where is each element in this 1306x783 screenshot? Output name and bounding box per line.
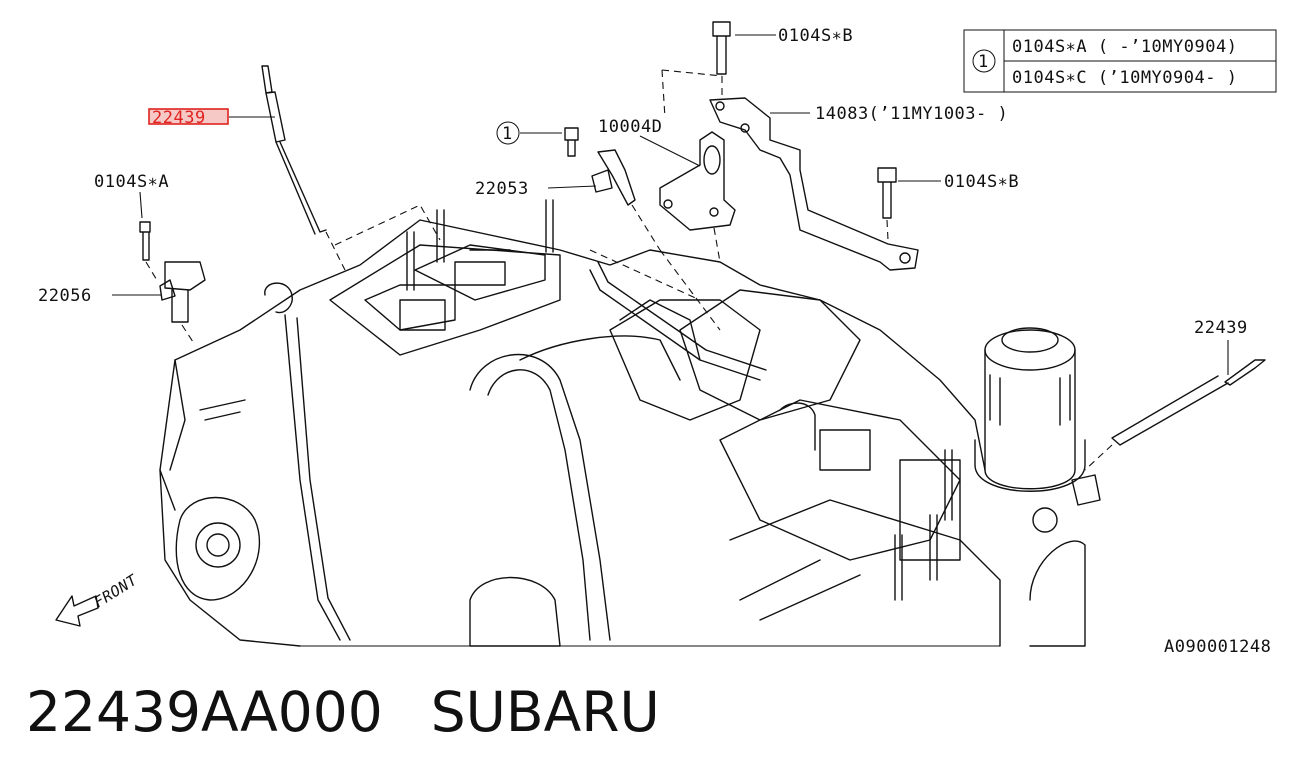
callout-22056[interactable]: 22056 — [38, 286, 92, 306]
callout-10004d[interactable]: 10004D — [598, 117, 662, 137]
glow-plug-right-drawing — [1071, 359, 1266, 506]
highlight-box — [148, 108, 229, 125]
engine-block-drawing — [159, 199, 1086, 647]
bracket-14083-drawing — [661, 21, 919, 271]
callout-0104s-b-right[interactable]: 0104S∗B — [944, 172, 1019, 192]
legend-table: 1 0104S∗A ( -’10MY0904) 0104S∗C (’10MY09… — [963, 29, 1277, 93]
part-number: 22439AA000 — [26, 680, 383, 744]
callout-22439-highlighted[interactable]: 22439 — [152, 108, 206, 128]
legend-row-c: 0104S∗C (’10MY0904- ) — [1012, 68, 1237, 88]
marker-1-circle — [496, 121, 520, 145]
front-arrow-icon: FRONT — [55, 571, 141, 627]
callout-22053[interactable]: 22053 — [475, 179, 529, 199]
callout-14083[interactable]: 14083(’11MY1003- ) — [815, 104, 1008, 124]
callout-22439-right[interactable]: 22439 — [1194, 318, 1248, 338]
callout-0104s-b-top[interactable]: 0104S∗B — [778, 26, 853, 46]
front-label: FRONT — [91, 571, 141, 612]
leader-lines — [112, 34, 1229, 375]
legend-row-a: 0104S∗A ( -’10MY0904) — [1012, 37, 1237, 57]
brand-name: SUBARU — [430, 680, 660, 744]
sensor-22056-drawing — [139, 221, 206, 346]
callout-0104s-a[interactable]: 0104S∗A — [94, 172, 169, 192]
part-footer: 22439AA000 SUBARU — [26, 680, 708, 760]
projection-lines — [334, 204, 721, 331]
sensor-22053-drawing — [564, 127, 661, 251]
marker-1-label: 1 — [502, 124, 513, 144]
glow-plug-left-drawing — [261, 65, 346, 271]
figure-id: A090001248 — [1164, 637, 1271, 657]
legend-marker: 1 — [978, 52, 989, 72]
bracket-10004d-drawing — [659, 131, 736, 263]
